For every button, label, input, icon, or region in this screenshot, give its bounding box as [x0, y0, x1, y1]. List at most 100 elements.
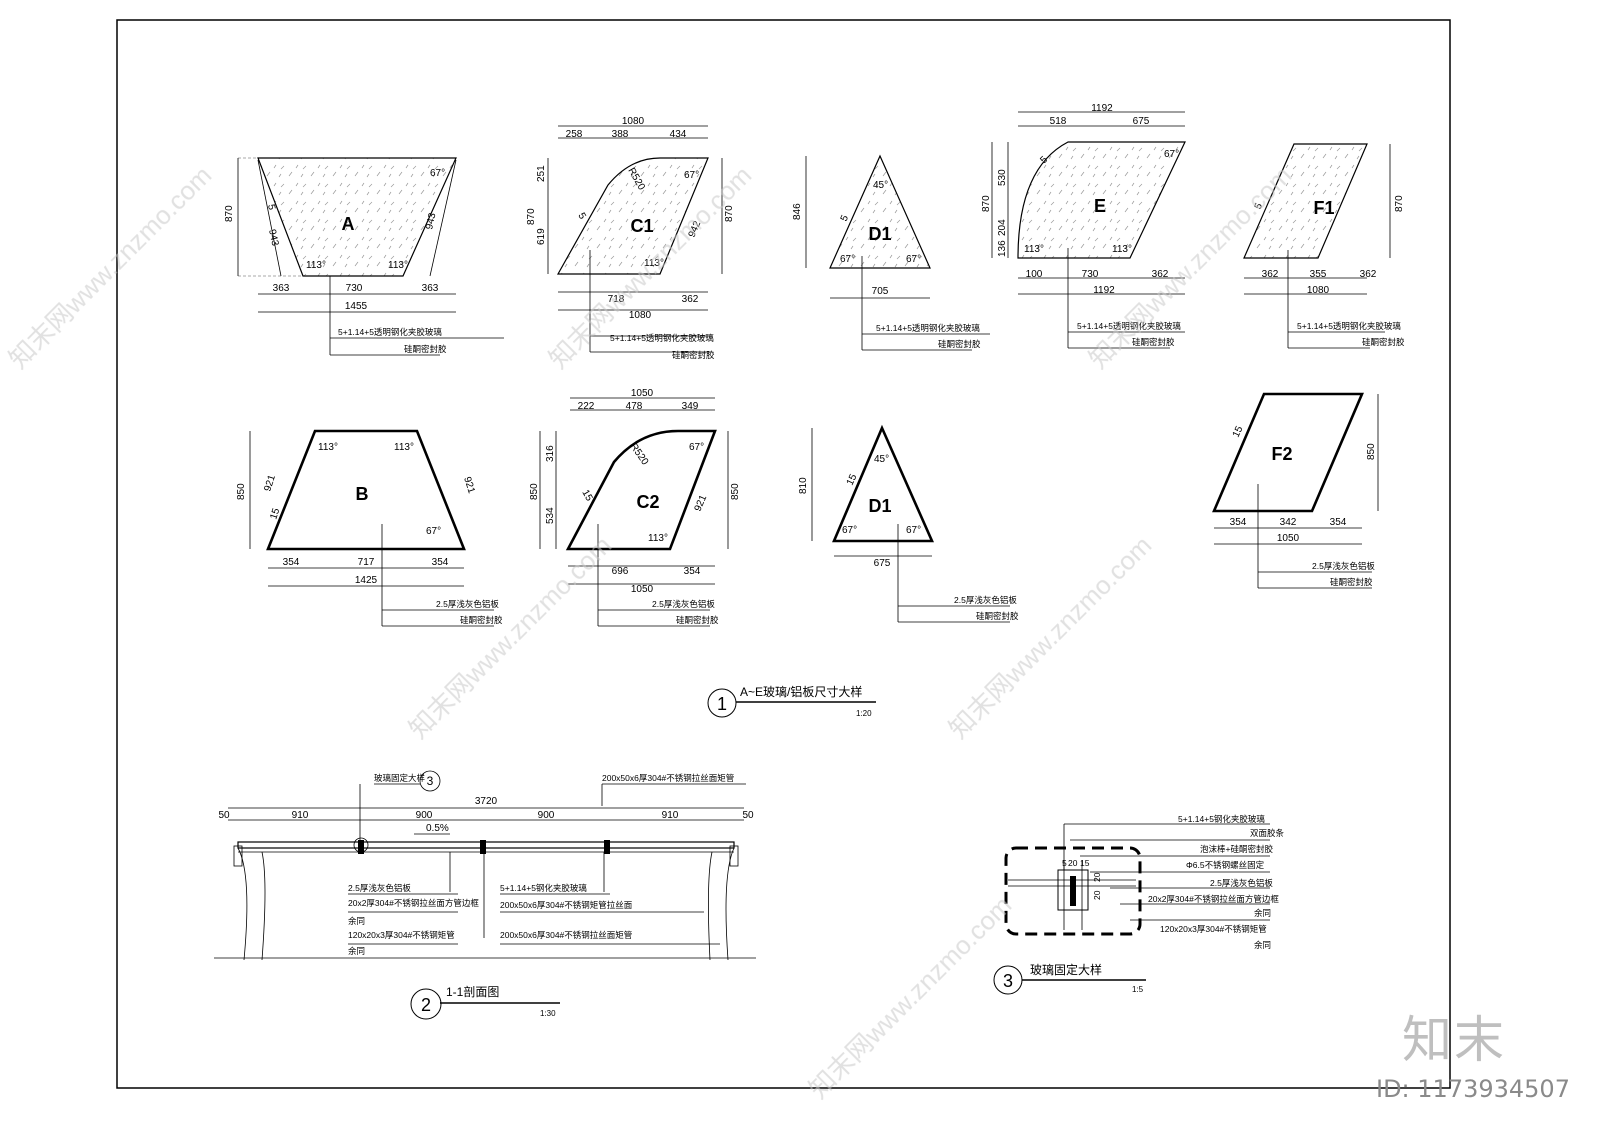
panel-b-dim: 354 [283, 557, 300, 568]
panel-a-angle: 67° [430, 168, 445, 179]
panel-b-dim: 354 [432, 557, 449, 568]
panel-a-side-right: 943 [424, 212, 438, 231]
watermark-id: ID: 1173934507 [1376, 1075, 1570, 1103]
panel-c2-note: 硅酮密封胶 [676, 615, 719, 625]
detail-dim: 15 [1080, 858, 1090, 868]
panel-f1: 870 5 F1 362 355 362 1080 5+1.14+5透明钢化夹胶… [1243, 143, 1405, 349]
panel-f1-note: 硅酮密封胶 [1362, 337, 1405, 347]
panel-b-height: 850 [236, 483, 247, 500]
detail-dim: 5 [1062, 858, 1067, 868]
panel-d1b-height: 810 [798, 477, 809, 494]
watermark-text: 知末网www.znzmo.com [943, 530, 1157, 744]
panel-e-dim: 1192 [1091, 103, 1113, 114]
panel-b-dim: 717 [358, 557, 375, 568]
panel-b-side: 921 [262, 473, 278, 493]
panel-a: 870 943 943 5 67° 113° 113° A 363 730 36… [224, 157, 504, 356]
detail-note: 泡沫棒+硅酮密封胶 [1200, 844, 1273, 854]
section-note: 120x20x3厚304#不锈钢矩管 [348, 930, 455, 940]
panel-f1-dim: 1080 [1307, 285, 1330, 296]
panel-d1-height: 846 [792, 203, 803, 220]
panel-c1-dim: 251 [536, 165, 547, 182]
panel-a-label: A [342, 214, 355, 234]
panel-e-angle: 113° [1024, 244, 1044, 255]
panel-b-shape [266, 429, 466, 551]
section-note: 余同 [348, 916, 365, 926]
panel-e-note: 5+1.14+5透明钢化夹胶玻璃 [1077, 321, 1181, 331]
detail-dim: 20 [1092, 890, 1102, 900]
panel-d1-angle: 67° [840, 254, 855, 265]
panel-f1-shape [1243, 143, 1368, 259]
panel-b-angle: 67° [426, 526, 441, 537]
section-support-right [725, 847, 735, 961]
panel-d1b-angle: 67° [906, 525, 921, 536]
panel-a-dim: 363 [273, 283, 290, 294]
panel-c2-dim: 1050 [631, 584, 654, 595]
panel-a-angle: 113° [388, 260, 408, 271]
detail-note: 20x2厚304#不锈钢拉丝面方管边框 [1148, 894, 1279, 904]
section-1-1: 玻璃固定大样 3 200x50x6厚304#不锈钢拉丝面矩管 3720 50 9… [214, 770, 756, 1020]
detail-note: 余同 [1254, 940, 1271, 950]
panel-c2-dim: 354 [684, 566, 701, 577]
panel-c2-radius: R520 [628, 441, 651, 467]
panel-f2-dim: 1050 [1277, 533, 1300, 544]
panel-c2-angle: 113° [648, 533, 668, 544]
detail-note: 双面胶条 [1250, 828, 1285, 838]
panel-a-total: 1455 [345, 301, 368, 312]
panel-e-label: E [1094, 196, 1106, 216]
panel-b-note: 2.5厚浅灰色铝板 [436, 599, 499, 609]
panel-a-thickness: 5 [265, 203, 277, 211]
panel-a-note: 5+1.14+5透明钢化夹胶玻璃 [338, 327, 442, 337]
panel-c1-dim: 434 [670, 129, 687, 140]
panel-c2-thickness: 15 [579, 488, 594, 504]
panel-c2-shape [565, 429, 717, 551]
panel-c2-note: 2.5厚浅灰色铝板 [652, 599, 715, 609]
panel-c2-dim: 1050 [631, 388, 654, 399]
title-3-number: 3 [1003, 971, 1013, 991]
drawing-frame [116, 19, 1451, 1089]
panel-c1-dim: 870 [526, 208, 537, 225]
detail-dim: 20 [1092, 872, 1102, 882]
panel-c2-side: 921 [693, 493, 710, 513]
panel-c2-dim: 316 [545, 445, 556, 462]
panel-f2-note: 2.5厚浅灰色铝板 [1312, 561, 1375, 571]
detail-note: 余同 [1254, 908, 1271, 918]
panel-e-dim: 675 [1133, 116, 1150, 127]
panel-a-shape [257, 157, 457, 277]
panel-c1-note: 硅酮密封胶 [672, 350, 715, 360]
panel-d1b-angle: 45° [874, 454, 889, 465]
panel-c1-dim: 718 [608, 294, 625, 305]
watermark-group: 知末网www.znzmo.com 知末网www.znzmo.com 知末网www… [3, 160, 1297, 1104]
panel-d1-base: 705 [872, 286, 889, 297]
panel-e-note: 硅酮密封胶 [1132, 337, 1175, 347]
detail-note: 2.5厚浅灰色铝板 [1210, 878, 1273, 888]
panel-c1-dim: 1080 [629, 310, 652, 321]
panel-d1b-angle: 67° [842, 525, 857, 536]
panel-e-dim: 100 [1026, 269, 1043, 280]
section-detail-ref-num: 3 [427, 774, 434, 788]
panel-c1-note: 5+1.14+5透明钢化夹胶玻璃 [610, 333, 714, 343]
panel-f2: 850 15 F2 354 342 354 1050 2.5厚浅灰色铝板 硅酮密… [1212, 392, 1379, 589]
panel-f1-note: 5+1.14+5透明钢化夹胶玻璃 [1297, 321, 1401, 331]
panel-f1-thickness: 5 [1253, 201, 1266, 211]
title-2-scale: 1:30 [540, 1009, 556, 1018]
panel-b-label: B [356, 484, 369, 504]
panel-b-dim: 1425 [355, 575, 378, 586]
panel-c1-angle: 113° [644, 258, 664, 269]
panel-c2-label: C2 [636, 492, 659, 512]
title-1-text: A~E玻璃/铝板尺寸大样 [740, 684, 862, 699]
panel-f2-dim: 342 [1280, 517, 1297, 528]
section-total: 3720 [475, 796, 498, 807]
panel-f2-height: 850 [1366, 443, 1377, 460]
panel-c1-dim: 870 [724, 205, 735, 222]
panel-c2-dim: 534 [545, 507, 556, 524]
panel-f1-dim: 355 [1310, 269, 1327, 280]
panel-b-note: 硅酮密封胶 [460, 615, 503, 625]
section-dim: 50 [742, 810, 754, 821]
panel-f2-thickness: 15 [1231, 424, 1246, 439]
panel-c2-dim: 696 [612, 566, 629, 577]
panel-f2-dim: 354 [1230, 517, 1247, 528]
section-note: 200x50x6厚304#不锈钢拉丝面矩管 [500, 930, 632, 940]
panel-e-dim: 530 [997, 169, 1008, 186]
section-dim: 900 [416, 810, 433, 821]
panel-f2-label: F2 [1271, 444, 1292, 464]
